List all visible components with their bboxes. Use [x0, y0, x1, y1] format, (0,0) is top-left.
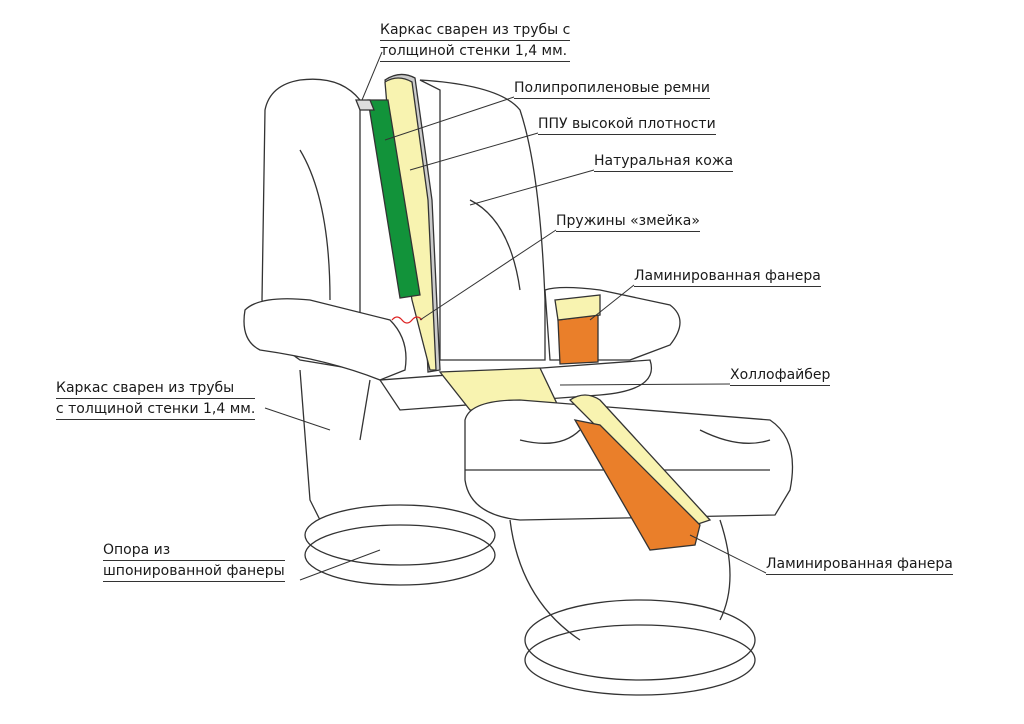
straps-layer	[367, 99, 421, 299]
label-plywood-arm-text: Ламинированная фанера	[634, 266, 821, 287]
label-base: Опора из шпонированной фанеры	[103, 540, 285, 582]
label-leather-text: Натуральная кожа	[594, 151, 734, 172]
foam-layer	[384, 77, 437, 371]
armrest-left	[243, 298, 407, 381]
label-hollofiber: Холлофайбер	[730, 365, 831, 386]
plywood-arm	[557, 314, 599, 365]
label-hollofiber-text: Холлофайбер	[730, 365, 831, 386]
ottoman-plywood	[573, 419, 701, 551]
label-straps-text: Полипропиленовые ремни	[514, 78, 710, 99]
leader-lines	[264, 51, 767, 581]
label-frame-top-line2: толщиной стенки 1,4 мм.	[380, 41, 571, 62]
label-foam: ППУ высокой плотности	[538, 114, 716, 135]
label-springs: Пружины «змейка»	[556, 211, 700, 232]
label-straps: Полипропиленовые ремни	[514, 78, 710, 99]
label-plywood-ottoman-text: Ламинированная фанера	[766, 554, 953, 575]
label-plywood-arm: Ламинированная фанера	[634, 266, 821, 287]
label-leather: Натуральная кожа	[594, 151, 734, 172]
label-base-line2: шпонированной фанеры	[103, 561, 285, 582]
ottoman-foam	[568, 394, 712, 526]
label-foam-text: ППУ высокой плотности	[538, 114, 716, 135]
spring-icon	[391, 316, 423, 324]
label-frame-top-line1: Каркас сварен из трубы с	[380, 20, 571, 41]
label-frame-top: Каркас сварен из трубы с толщиной стенки…	[380, 20, 571, 62]
label-springs-text: Пружины «змейка»	[556, 211, 700, 232]
label-frame-left: Каркас сварен из трубы с толщиной стенки…	[56, 378, 256, 420]
chair-base	[304, 504, 496, 566]
label-frame-left-line1: Каркас сварен из трубы	[56, 378, 256, 399]
label-frame-left-line2: с толщиной стенки 1,4 мм.	[56, 399, 256, 420]
label-plywood-ottoman: Ламинированная фанера	[766, 554, 953, 575]
ottoman-base	[524, 599, 756, 681]
label-base-line1: Опора из	[103, 540, 285, 561]
frame-tube	[355, 99, 375, 111]
